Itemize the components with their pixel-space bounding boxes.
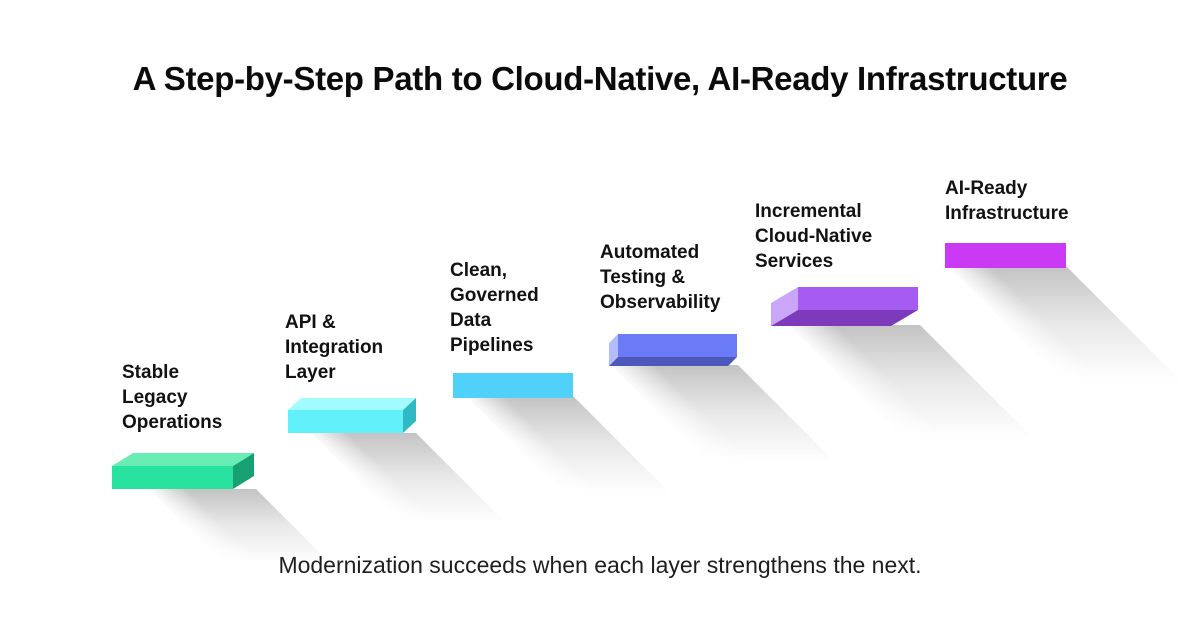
footer-tagline: Modernization succeeds when each layer s… bbox=[278, 552, 922, 578]
step-5-front-face bbox=[798, 287, 918, 310]
step-4-front-face bbox=[618, 334, 737, 357]
step-5-left-face bbox=[771, 287, 798, 326]
step-5-bottom-face bbox=[771, 310, 918, 326]
step-4-long-shadow bbox=[612, 365, 841, 468]
step-2-label: API & Integration Layer bbox=[285, 312, 384, 383]
step-2-long-shadow bbox=[312, 433, 511, 528]
step-2-side-face bbox=[403, 398, 416, 433]
page-title: A Step-by-Step Path to Cloud-Native, AI-… bbox=[132, 60, 1068, 97]
step-block-incremental-cloud-native-services bbox=[771, 287, 918, 326]
step-block-stable-legacy-operations bbox=[112, 453, 254, 489]
step-1-top-face bbox=[112, 453, 254, 466]
step-1-side-face bbox=[233, 453, 254, 489]
step-6-front-face bbox=[945, 243, 1066, 268]
step-1-label: Stable Legacy Operations bbox=[122, 362, 223, 433]
step-3-long-shadow bbox=[468, 397, 676, 499]
step-5-label: Incremental Cloud-Native Services bbox=[755, 201, 873, 272]
step-6-label: AI-Ready Infrastructure bbox=[945, 178, 1069, 224]
step-5-long-shadow bbox=[790, 325, 1040, 445]
step-2-front-face bbox=[288, 410, 403, 433]
step-4-label: Automated Testing & Observability bbox=[600, 242, 721, 313]
step-2-top-face bbox=[288, 398, 416, 410]
step-3-front-face bbox=[453, 373, 573, 398]
step-6-long-shadow bbox=[950, 267, 1189, 389]
step-block-api-integration-layer bbox=[288, 398, 416, 433]
step-4-left-face bbox=[609, 334, 618, 366]
step-block-ai-ready-infrastructure bbox=[945, 243, 1066, 268]
step-3-label: Clean, Governed Data Pipelines bbox=[450, 260, 539, 356]
step-block-automated-testing-observability bbox=[609, 334, 737, 366]
step-block-clean-governed-data-pipelines bbox=[453, 373, 573, 398]
step-1-front-face bbox=[112, 466, 233, 489]
